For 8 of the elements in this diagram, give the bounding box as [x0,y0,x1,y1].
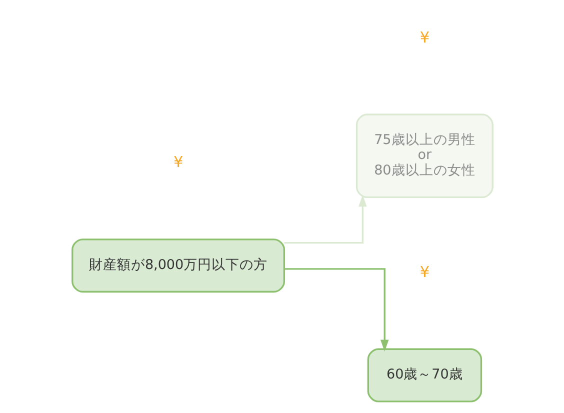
label: ¥ [419,262,430,281]
label: ¥ [172,153,183,172]
node-box: 60歳～70歳 [366,348,482,402]
arrow [284,268,388,352]
node-box: 財産額が8,000万円以下の方 [71,238,285,293]
arrow [284,194,366,244]
label: ¥ [419,28,430,46]
node-box: 75歳以上の男性 or 80歳以上の女性 [355,114,493,198]
